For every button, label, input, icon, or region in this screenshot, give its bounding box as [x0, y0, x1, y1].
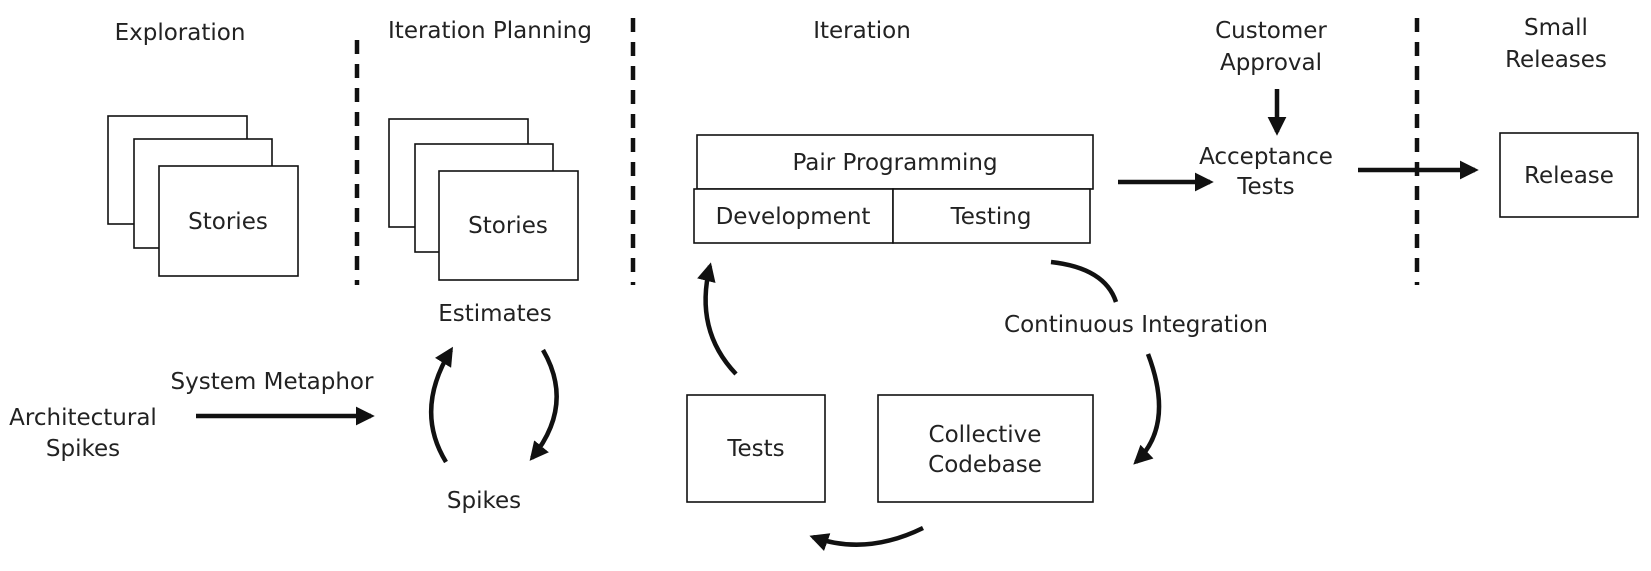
collective-codebase-box — [877, 394, 1094, 503]
integration-to-codebase-arrow — [1133, 353, 1162, 465]
architectural-spikes-line1: Architectural — [9, 405, 157, 431]
release-box — [1499, 132, 1639, 218]
planning-stories-label: Stories — [468, 213, 548, 239]
continuous-integration-label: Continuous Integration — [1004, 312, 1268, 338]
tests-to-development-arrow — [697, 262, 738, 376]
phase-small-releases-line2: Releases — [1505, 47, 1607, 73]
development-label: Development — [716, 204, 871, 230]
estimates-to-spikes-arrow — [529, 348, 559, 461]
phase-iteration-planning: Iteration Planning — [388, 18, 592, 44]
phase-small-releases-line1: Small — [1524, 15, 1588, 41]
testing-to-integration-curve — [1050, 259, 1119, 303]
tests-label: Tests — [726, 436, 784, 462]
testing-box — [892, 188, 1091, 244]
codebase-to-tests-arrow — [809, 525, 924, 551]
system-metaphor-label: System Metaphor — [171, 369, 374, 395]
estimates-label: Estimates — [438, 301, 552, 327]
release-label: Release — [1524, 163, 1614, 189]
exploration-stories-label: Stories — [188, 209, 268, 235]
pair-programming-label: Pair Programming — [792, 150, 997, 176]
planning-story-cards: Stories — [388, 118, 579, 281]
development-box — [693, 188, 894, 244]
exploration-story-cards: Stories — [107, 115, 299, 277]
testing-label: Testing — [950, 204, 1032, 230]
phase-customer-approval-line1: Customer — [1215, 18, 1327, 44]
story-card-front — [158, 165, 299, 277]
spikes-label: Spikes — [447, 488, 521, 514]
acceptance-tests-line2: Tests — [1236, 174, 1294, 200]
architectural-spikes-line2: Spikes — [46, 436, 120, 462]
phase-exploration: Exploration — [115, 20, 246, 46]
story-card-front — [438, 170, 579, 281]
phase-iteration: Iteration — [813, 18, 911, 44]
pair-programming-box — [696, 134, 1094, 190]
acceptance-tests-line1: Acceptance — [1199, 144, 1333, 170]
spikes-to-estimates-arrow — [429, 346, 453, 464]
phase-customer-approval-line2: Approval — [1220, 50, 1322, 76]
tests-box — [686, 394, 826, 503]
collective-codebase-line1: Collective — [929, 422, 1042, 448]
collective-codebase-line2: Codebase — [928, 452, 1042, 478]
